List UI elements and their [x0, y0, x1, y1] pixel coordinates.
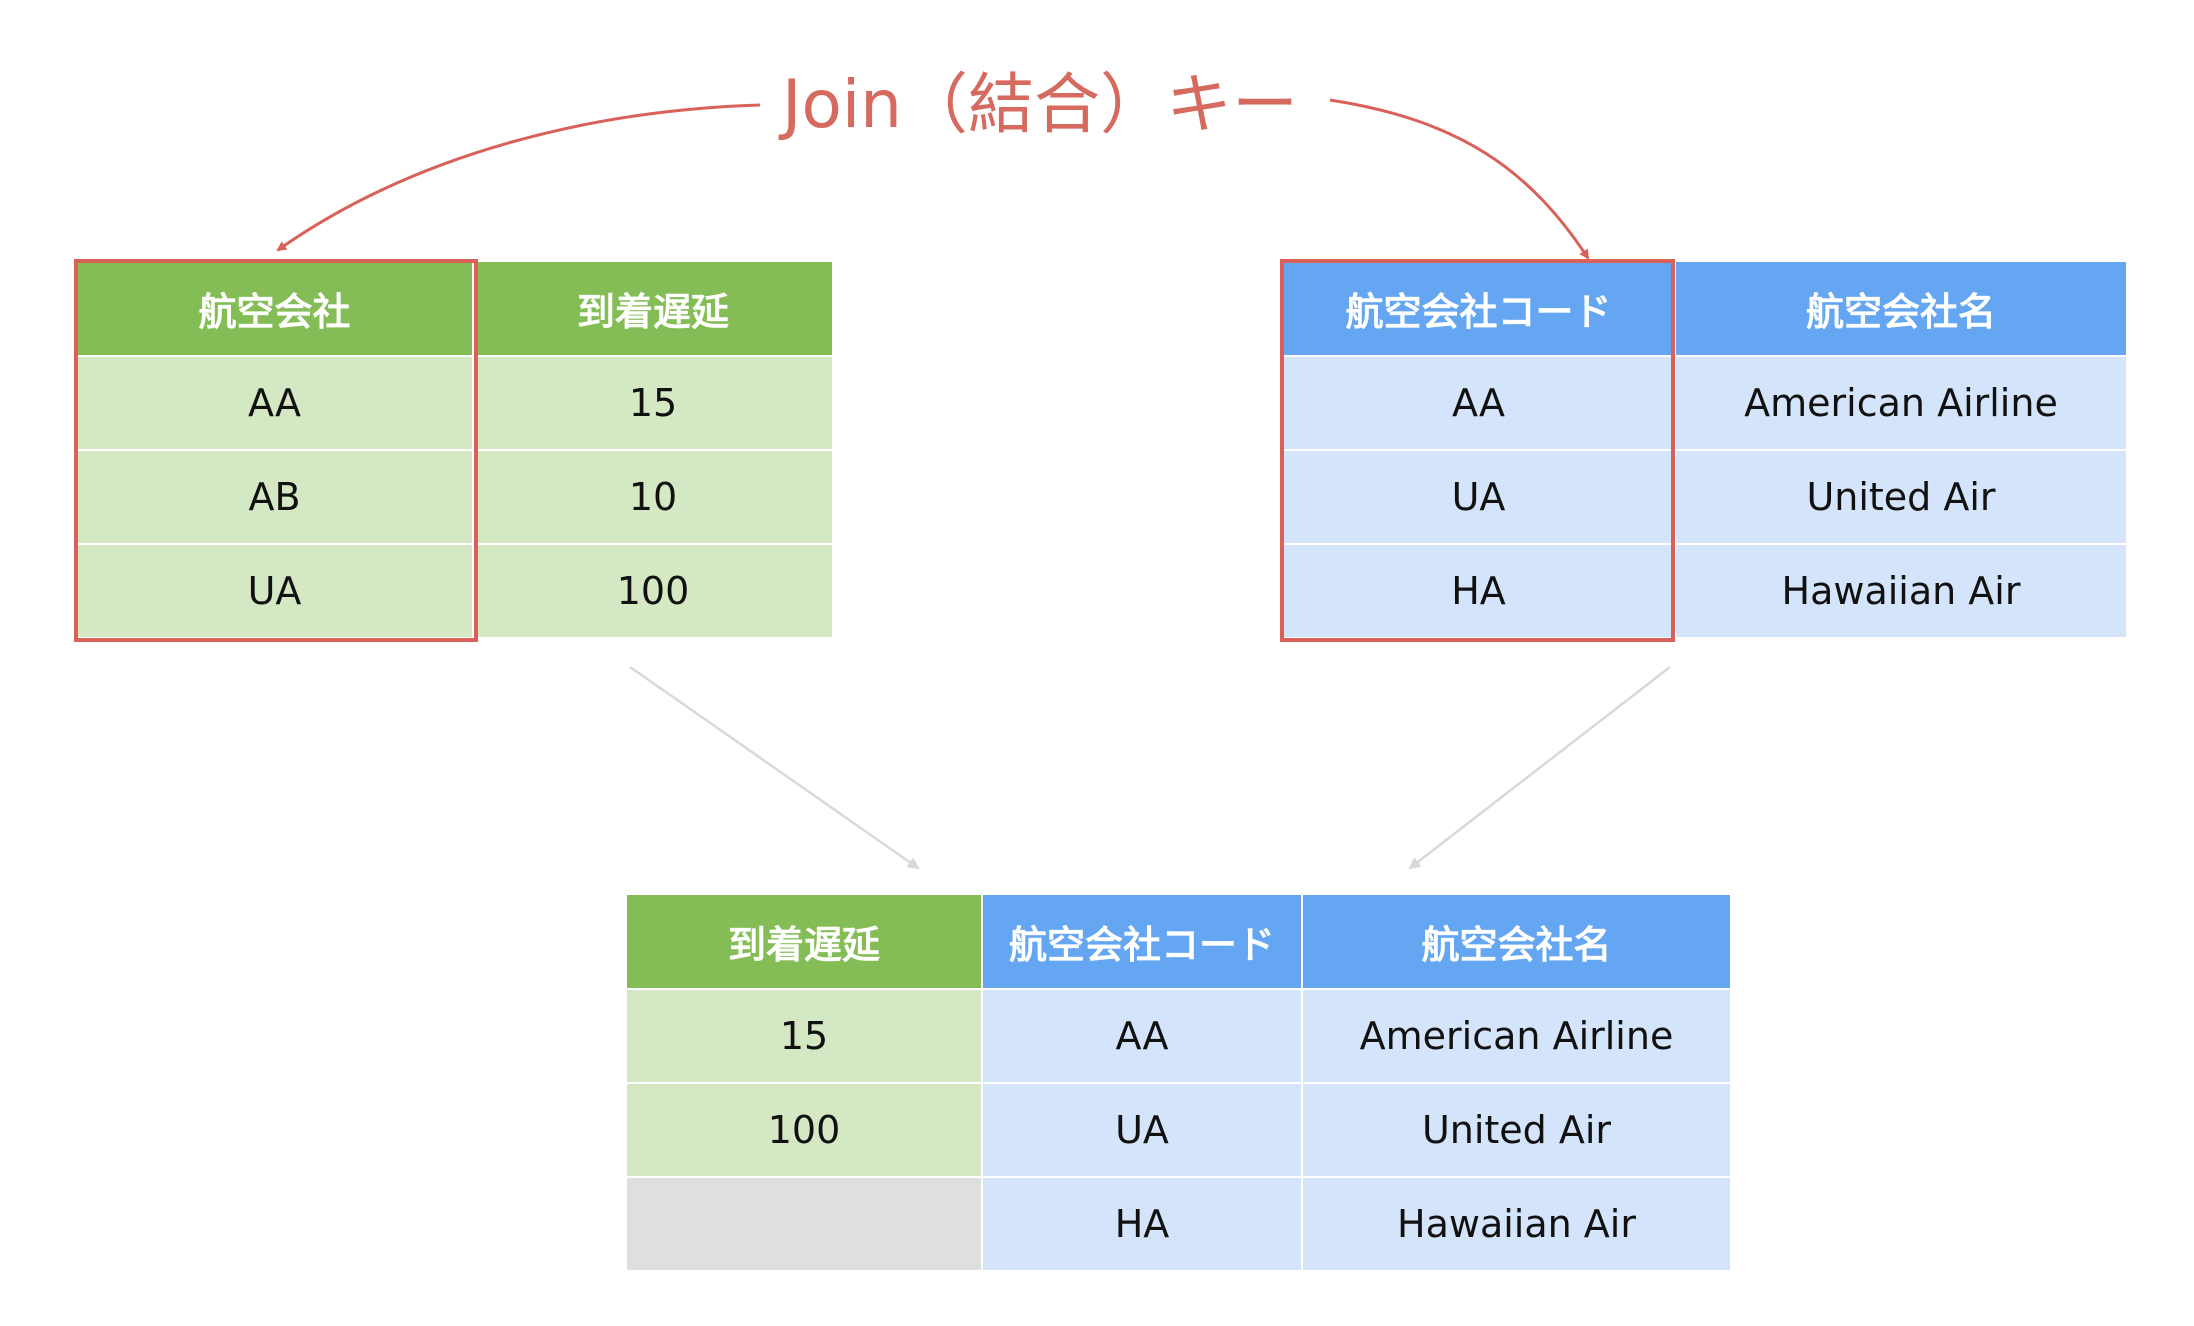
table-cell: UA: [982, 1083, 1303, 1178]
table-cell: 15: [627, 989, 983, 1084]
empty-cell: [627, 1177, 983, 1272]
join-key-arrow-right: [1329, 98, 1590, 260]
result-table: 到着遅延 航空会社コード 航空会社名 15 AA American Airlin…: [627, 895, 1732, 1272]
table-cell: HA: [982, 1177, 1303, 1272]
table-row: HA Hawaiian Air: [627, 1177, 1732, 1272]
table-cell: United Air: [1675, 450, 2128, 545]
table-cell: AA: [77, 356, 474, 451]
join-key-label: Join（結合）キー: [781, 66, 1298, 143]
table-cell: Hawaiian Air: [1302, 1177, 1732, 1272]
table-row: 100 UA United Air: [627, 1083, 1732, 1178]
header-cell: 航空会社コード: [1283, 262, 1676, 357]
table-row: AA 15: [77, 356, 834, 451]
header-cell: 航空会社コード: [982, 895, 1303, 990]
join-key-arrow-left: [276, 103, 761, 252]
flow-arrow-left: [629, 665, 920, 870]
table-cell: HA: [1283, 544, 1676, 639]
table-cell: Hawaiian Air: [1675, 544, 2128, 639]
table-row: UA United Air: [1283, 450, 2128, 545]
table-cell: AA: [982, 989, 1303, 1084]
right-table: 航空会社コード 航空会社名 AA American Airline UA Uni…: [1283, 262, 2128, 639]
table-row: AB 10: [77, 450, 834, 545]
table-cell: AA: [1283, 356, 1676, 451]
table-cell: 100: [627, 1083, 983, 1178]
table-row: 15 AA American Airline: [627, 989, 1732, 1084]
table-cell: AB: [77, 450, 474, 545]
left-table-header-row: 航空会社 到着遅延: [77, 262, 834, 357]
header-cell: 航空会社: [77, 262, 474, 357]
header-cell: 航空会社名: [1302, 895, 1732, 990]
left-table: 航空会社 到着遅延 AA 15 AB 10 UA 100: [77, 262, 834, 639]
table-row: UA 100: [77, 544, 834, 639]
header-cell: 到着遅延: [627, 895, 983, 990]
table-cell: American Airline: [1675, 356, 2128, 451]
table-cell: UA: [1283, 450, 1676, 545]
table-row: AA American Airline: [1283, 356, 2128, 451]
header-cell: 到着遅延: [473, 262, 834, 357]
table-row: HA Hawaiian Air: [1283, 544, 2128, 639]
table-cell: United Air: [1302, 1083, 1732, 1178]
table-cell: UA: [77, 544, 474, 639]
table-cell: American Airline: [1302, 989, 1732, 1084]
table-cell: 100: [473, 544, 834, 639]
header-cell: 航空会社名: [1675, 262, 2128, 357]
table-cell: 10: [473, 450, 834, 545]
table-cell: 15: [473, 356, 834, 451]
right-table-header-row: 航空会社コード 航空会社名: [1283, 262, 2128, 357]
result-table-header-row: 到着遅延 航空会社コード 航空会社名: [627, 895, 1732, 990]
flow-arrow-right: [1408, 666, 1671, 870]
